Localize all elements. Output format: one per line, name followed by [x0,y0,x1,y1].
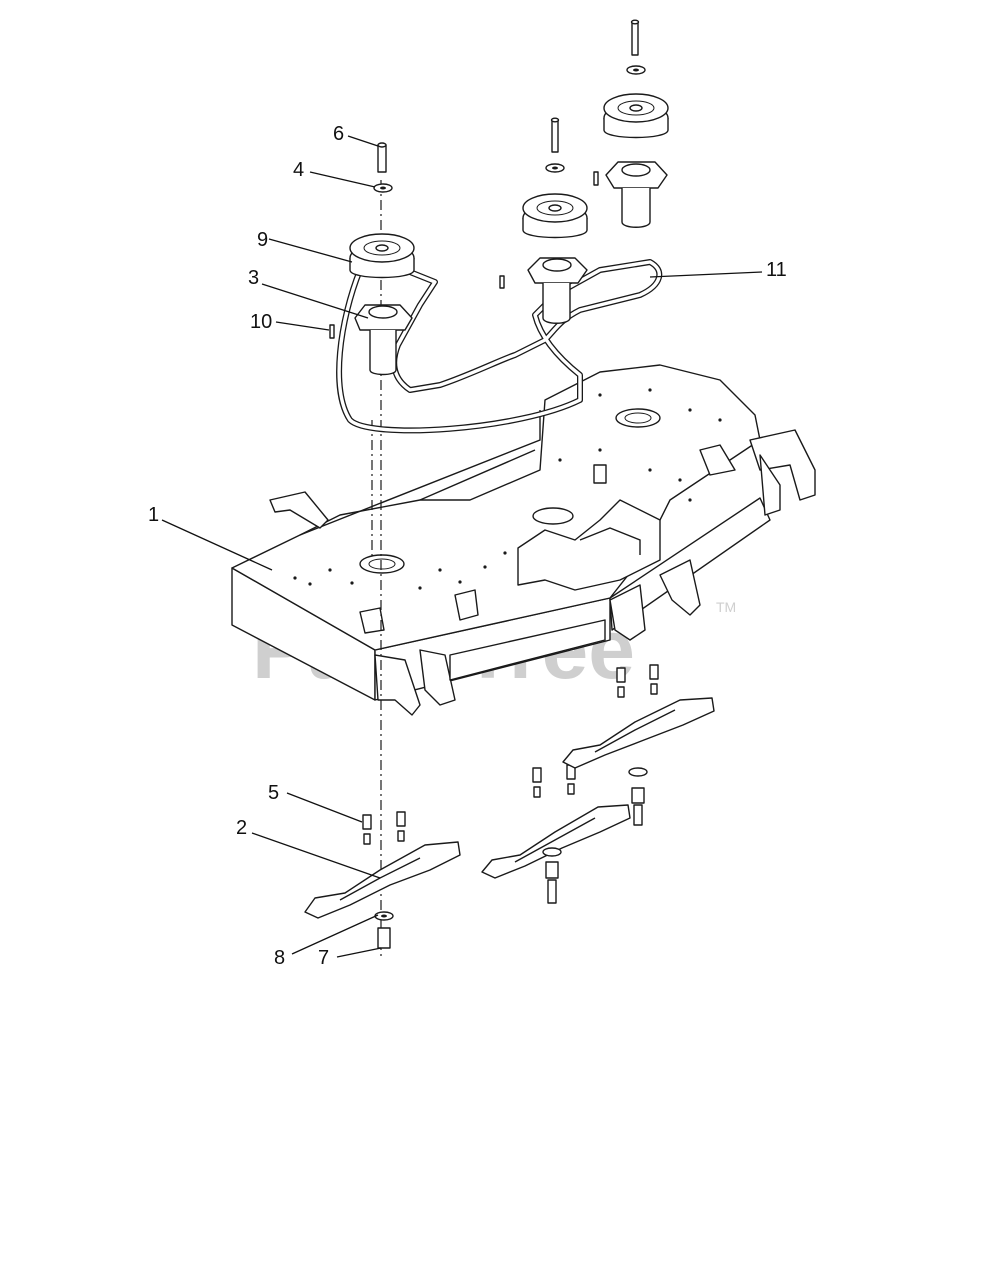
callout-1: 1 [148,504,159,526]
callout-2: 2 [236,817,247,839]
callout-5: 5 [268,782,279,804]
right-spindle-stack [593,19,669,228]
callout-3: 3 [248,267,259,289]
callout-7: 7 [318,947,329,969]
drive-belt [336,259,663,434]
callout-6: 6 [333,123,344,145]
callout-9: 9 [257,229,268,251]
watermark-trademark: TM [716,599,736,615]
callout-8: 8 [274,947,285,969]
callout-11: 11 [766,259,787,281]
blade-bolt-and-washer [374,767,648,949]
callout-4: 4 [293,159,304,181]
blade-mounting-bolts [362,664,659,845]
mower-blades [304,697,715,919]
callout-10: 10 [250,311,272,333]
callout-labels: 1 2 3 4 5 6 7 8 9 10 11 [148,123,787,969]
left-spindle-stack [329,142,415,376]
callout-leaders [161,135,763,958]
center-spindle-stack [499,117,588,324]
mower-deck-housing [231,364,816,716]
